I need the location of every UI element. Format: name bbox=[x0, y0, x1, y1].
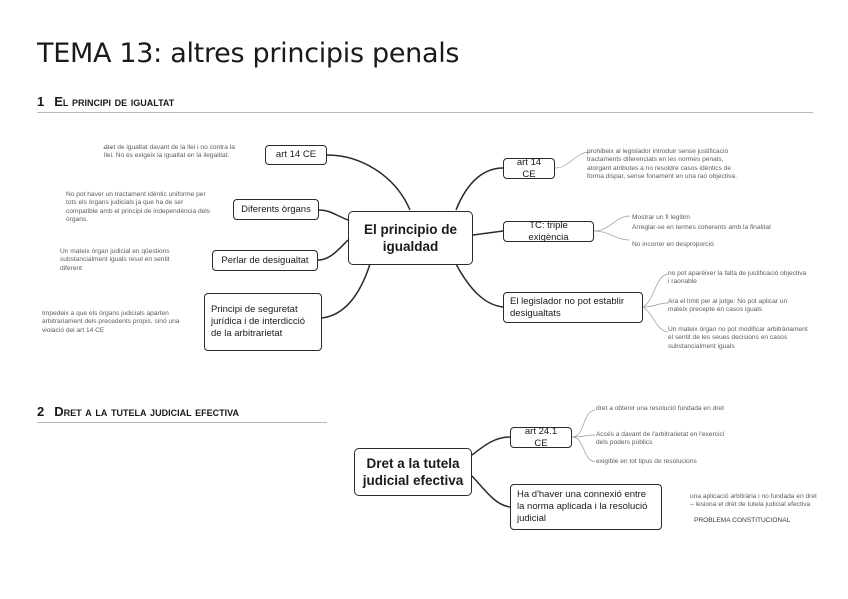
branch-legislador[interactable]: El legislador no pot establir desigualta… bbox=[503, 292, 643, 323]
note-legislador-1: no pot aparèixer la falta de justificaci… bbox=[668, 270, 807, 286]
section-title: Dret a la tutela judicial efectiva bbox=[54, 404, 240, 419]
branch-triple-exigencia[interactable]: TC: triple exigència bbox=[503, 220, 594, 243]
section-rule bbox=[37, 422, 327, 423]
branch-perlar-desigualtat[interactable]: Perlar de desigualtat bbox=[212, 250, 318, 271]
central-node-igualdad[interactable]: El principio de igualdad bbox=[348, 211, 473, 265]
section-number: 2 bbox=[37, 404, 45, 419]
section-rule bbox=[37, 112, 813, 113]
note-triple-1: Mostrar un fi legítim bbox=[632, 214, 690, 221]
note-art24-1: dret a obtenir una resolució fundada en … bbox=[596, 405, 724, 412]
section-heading-tutela: 2 Dret a la tutela judicial efectiva bbox=[37, 404, 239, 419]
note-art14-right: prohibeix al legislador introduir sense … bbox=[587, 148, 737, 180]
note-triple-2: Arreglar-se en termes coherents amb la f… bbox=[632, 224, 771, 231]
branch-art14-right[interactable]: art 14 CE bbox=[503, 157, 555, 180]
branch-art24[interactable]: art 24.1 CE bbox=[510, 426, 572, 449]
section-title: El principi de igualtat bbox=[54, 94, 175, 109]
central-node-tutela[interactable]: Dret a la tutela judicial efectiva bbox=[354, 448, 472, 496]
note-art24-3: exigible en tot tipus de resolucions bbox=[596, 458, 697, 465]
note-connexio-1: una aplicació arbitrària i no fundada en… bbox=[690, 493, 817, 509]
note-diferents-organs: No pot haver un tractament idèntic unifo… bbox=[66, 191, 211, 223]
note-art24-2: Accés a davant de l'arbitrarietat en l'e… bbox=[596, 431, 725, 447]
section-heading-igualtat: 1 El principi de igualtat bbox=[37, 94, 174, 109]
note-legislador-2: Ara el límit per al jutge: No pot aplica… bbox=[668, 298, 788, 314]
note-connexio-2: PROBLEMA CONSTITUCIONAL bbox=[694, 517, 791, 524]
section-number: 1 bbox=[37, 94, 45, 109]
branch-diferents-organs[interactable]: Diferents òrgans bbox=[233, 199, 319, 220]
note-perlar-desigualtat: Un mateix òrgan judicial en qüestions su… bbox=[60, 248, 170, 272]
note-triple-3: No incorrer en desproporció bbox=[632, 241, 714, 248]
note-legislador-3: Un mateix òrgan no pot modificar arbitrà… bbox=[668, 326, 808, 350]
branch-connexio[interactable]: Ha d'haver una connexió entre la norma a… bbox=[510, 484, 662, 530]
note-seguretat: Impedeix a que els òrgans judicials apar… bbox=[42, 310, 180, 334]
page-title: TEMA 13: altres principis penals bbox=[37, 38, 460, 69]
note-art14-left: dret de igualtat davant de la llei i no … bbox=[104, 144, 235, 160]
branch-seguretat-juridica[interactable]: Principi de seguretat jurídica i de inte… bbox=[204, 293, 322, 351]
branch-art14-left[interactable]: art 14 CE bbox=[265, 145, 327, 165]
